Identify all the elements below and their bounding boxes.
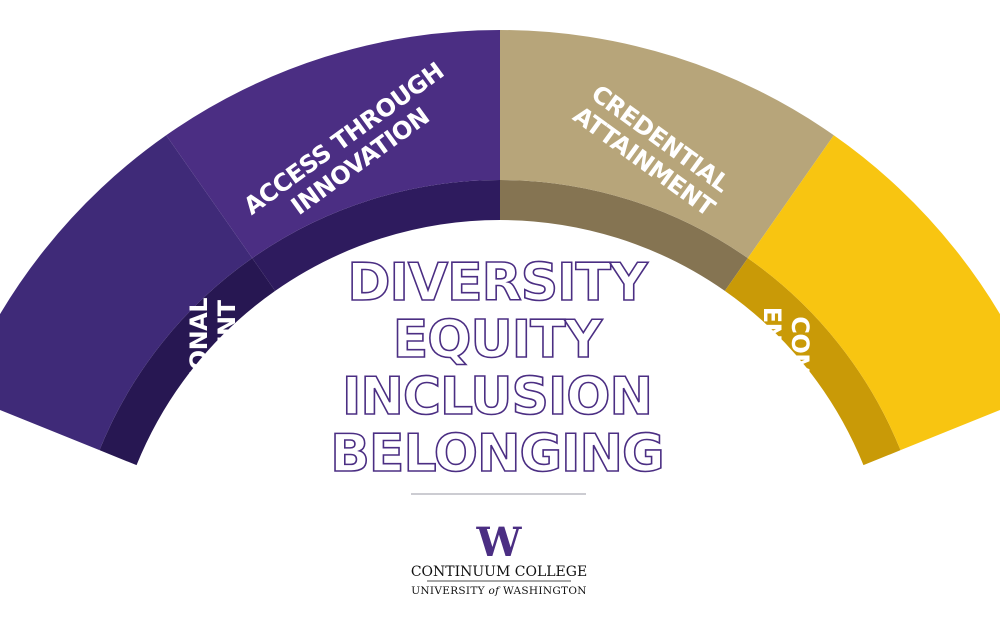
segment-professional-development: [0, 135, 253, 451]
segment-label-line: DEVELOPMENT: [213, 299, 241, 495]
core-word-inclusion: INCLUSION: [342, 367, 652, 427]
segment-label-community-engagement: COMMUNITYENGAGEMENT: [758, 307, 814, 491]
segment-inner-credential-attainment: [500, 180, 748, 291]
core-word-belonging: BELONGING: [330, 424, 663, 484]
logo-line-continuum-college: CONTINUUM COLLEGE: [411, 564, 587, 580]
continuum-college-logo: W CONTINUUM COLLEGE UNIVERSITY of WASHIN…: [411, 519, 587, 597]
segment-label-line: ENGAGEMENT: [758, 307, 786, 491]
segment-credential-attainment: [500, 30, 834, 259]
core-values: DIVERSITY EQUITY INCLUSION BELONGING: [329, 252, 665, 485]
segment-label-line: PROFESSIONAL: [185, 298, 213, 498]
segment-community-engagement: [747, 135, 1000, 451]
segment-inner-professional-development: [99, 258, 276, 466]
segment-label-line: COMMUNITY: [786, 316, 814, 481]
segment-inner-access-through-innovation: [252, 180, 500, 291]
segment-inner-community-engagement: [724, 258, 901, 466]
segment-access-through-innovation: [166, 30, 500, 259]
segment-label-professional-development: PROFESSIONALDEVELOPMENT: [185, 298, 241, 498]
segment-ring: [0, 30, 1000, 466]
core-word-equity: EQUITY: [393, 310, 604, 370]
logo-line-university-of-washington: UNIVERSITY of WASHINGTON: [411, 585, 586, 597]
uw-w-logo-icon: W: [476, 519, 523, 566]
core-word-diversity: DIVERSITY: [347, 253, 649, 313]
